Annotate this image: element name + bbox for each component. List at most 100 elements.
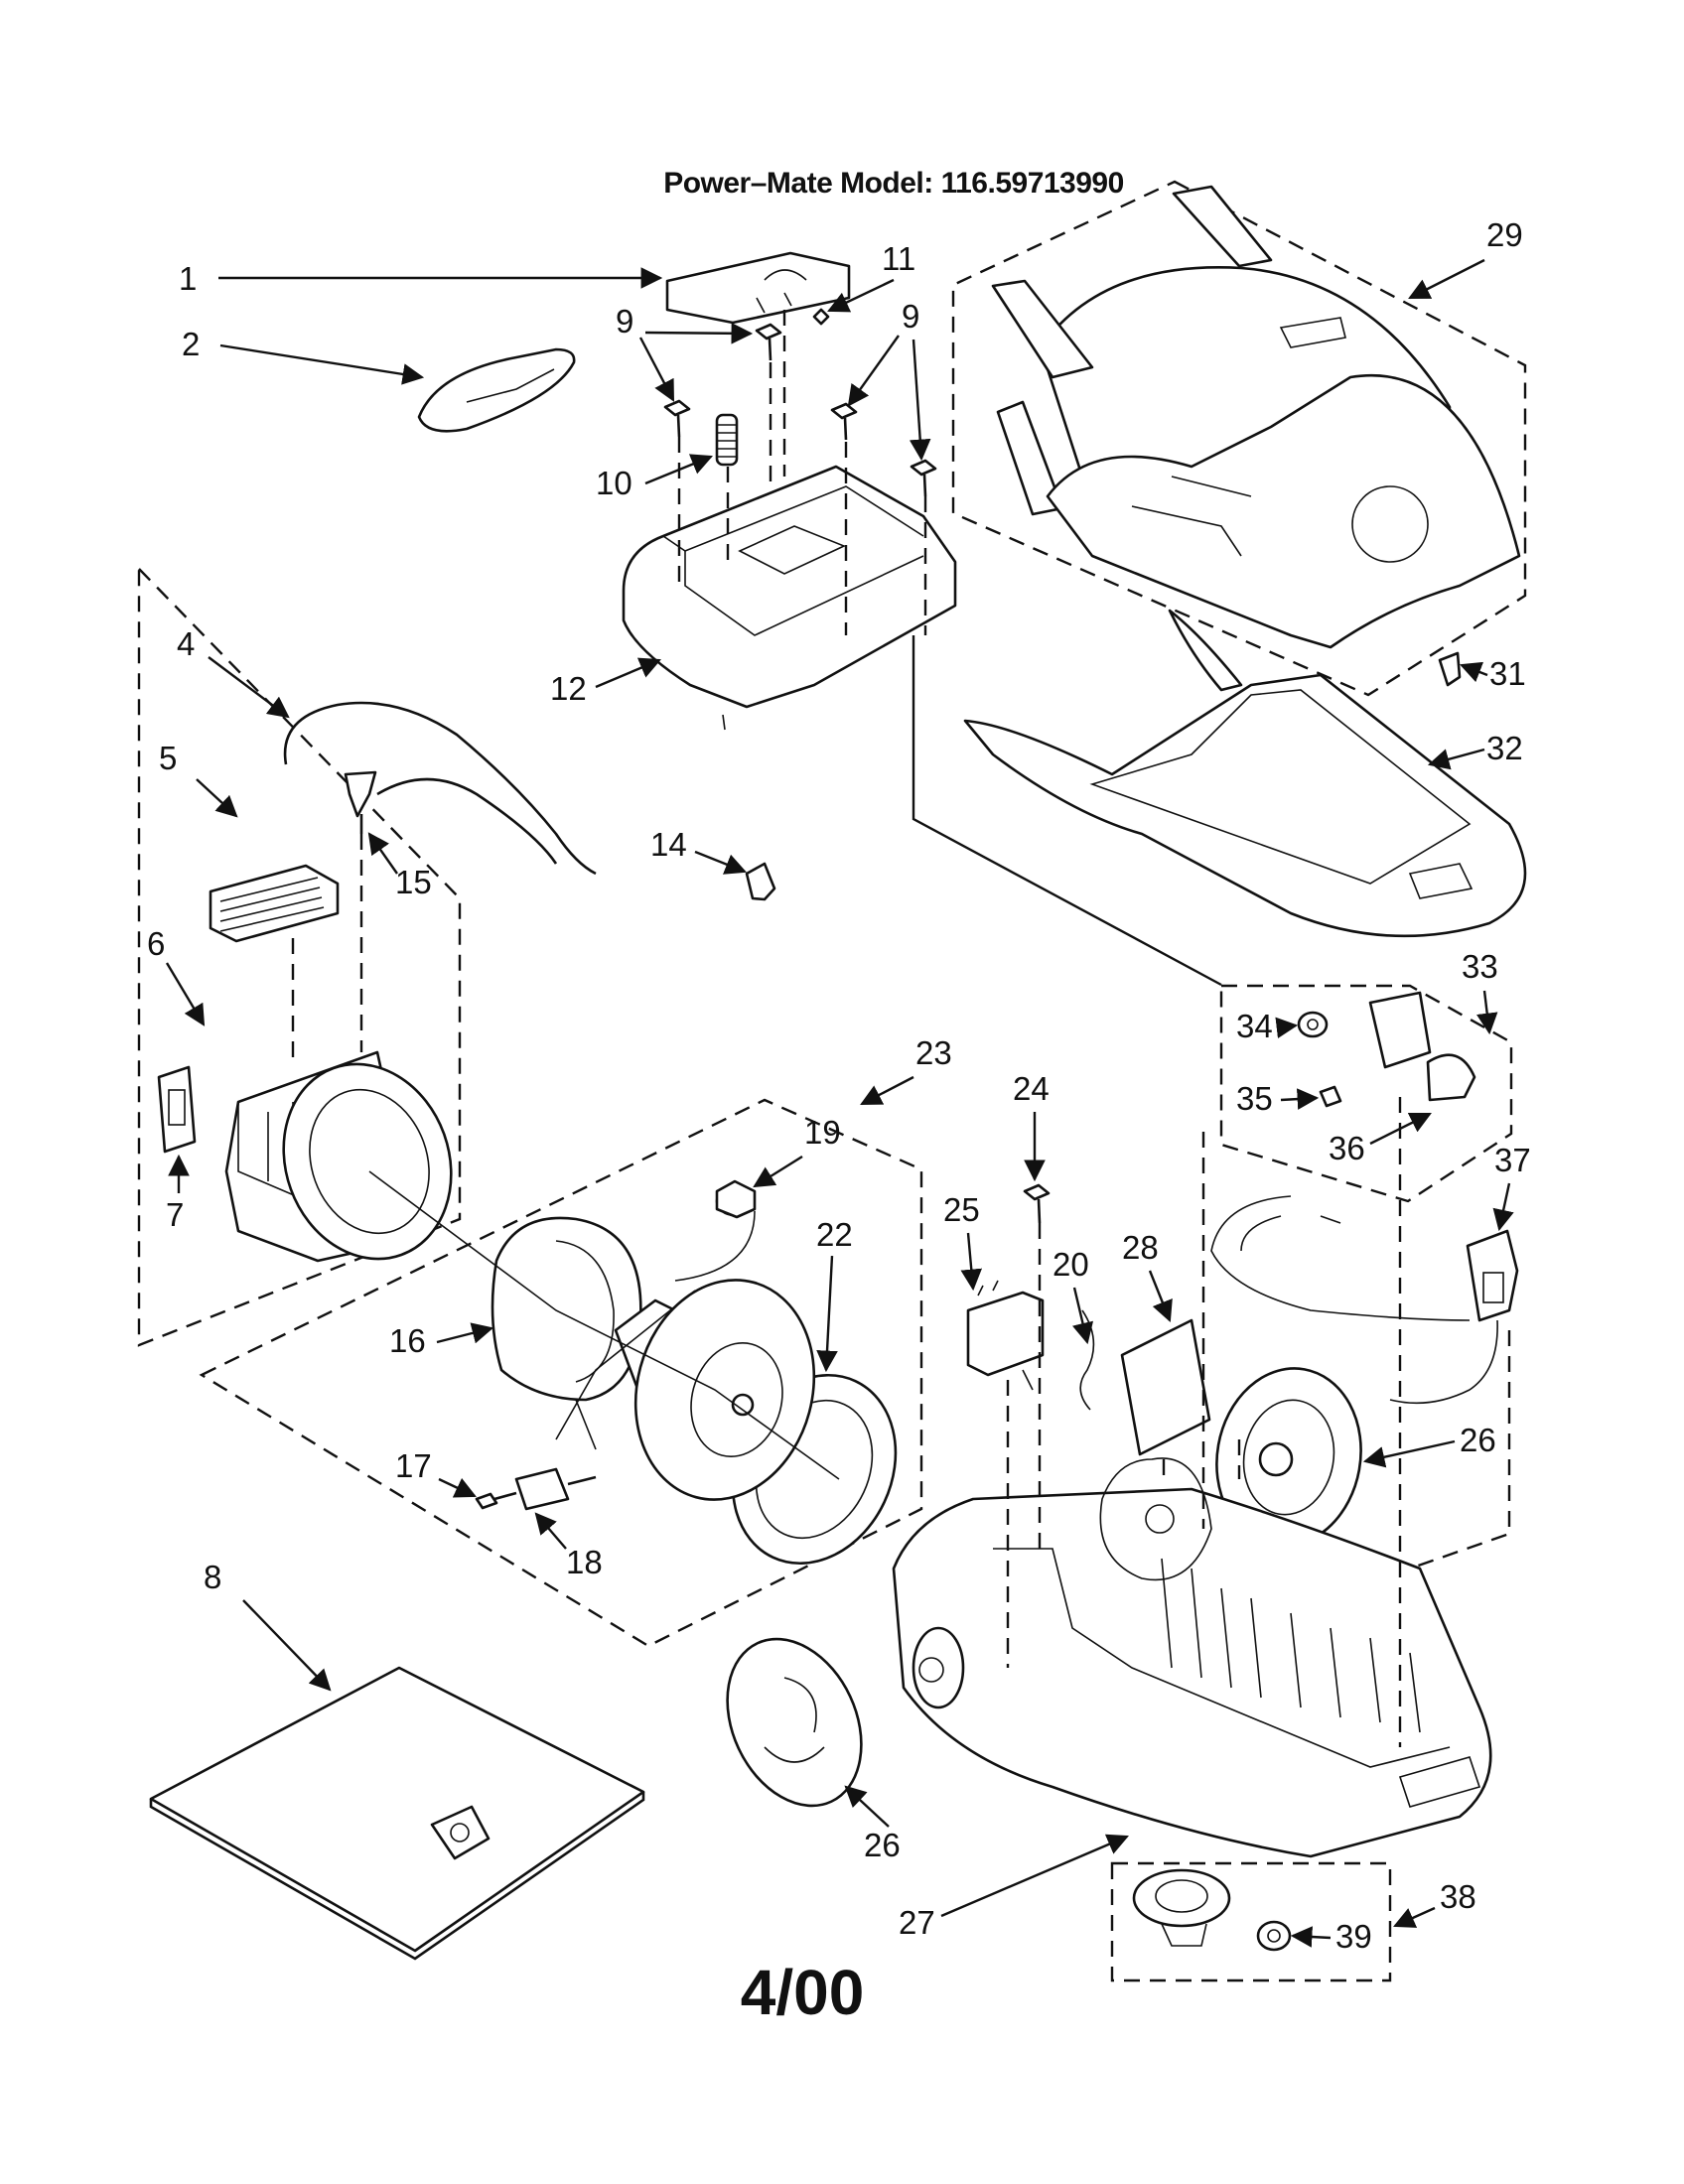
callout-17-label: 17 xyxy=(395,1447,432,1484)
callout-33-label: 33 xyxy=(1462,948,1498,985)
part-34-bearing xyxy=(1297,1011,1329,1038)
callout-26-left: 26 xyxy=(844,1785,901,1863)
callout-38-label: 38 xyxy=(1440,1878,1476,1915)
callout-32-label: 32 xyxy=(1486,730,1523,766)
callout-36-label: 36 xyxy=(1329,1130,1365,1166)
callout-22-label: 22 xyxy=(816,1216,853,1253)
callout-5: 5 xyxy=(159,740,238,818)
callout-18: 18 xyxy=(534,1512,603,1580)
callout-4: 4 xyxy=(177,625,290,719)
part-38-caster xyxy=(1132,1868,1231,1947)
footer-date-code: 4/00 xyxy=(740,1957,865,2028)
callout-16: 16 xyxy=(389,1322,494,1359)
part-32-base-tray xyxy=(963,609,1527,938)
callout-12: 12 xyxy=(550,657,661,707)
part-29-hood xyxy=(991,185,1521,649)
callout-35: 35 xyxy=(1236,1080,1320,1117)
callout-37: 37 xyxy=(1492,1142,1531,1232)
callout-18-label: 18 xyxy=(566,1544,603,1580)
callout-9b-label: 9 xyxy=(902,298,919,335)
callout-10-label: 10 xyxy=(596,465,632,501)
part-28-filter-pad xyxy=(1120,1318,1211,1456)
part-motor xyxy=(614,1279,816,1501)
callout-23-label: 23 xyxy=(915,1034,952,1071)
callout-29: 29 xyxy=(1408,216,1523,300)
part-37-power-switch xyxy=(1210,1195,1519,1405)
part-26-side-cap xyxy=(726,1637,863,1808)
callout-2-label: 2 xyxy=(182,326,200,362)
callout-11: 11 xyxy=(827,240,915,313)
callout-6: 6 xyxy=(147,925,206,1026)
callout-25: 25 xyxy=(943,1191,983,1292)
assembly-boundary-38 xyxy=(1110,1861,1392,1982)
part-26-rear-wheel xyxy=(1215,1367,1362,1548)
callout-4-label: 4 xyxy=(177,625,195,662)
part-8-dust-bag xyxy=(149,1666,645,1961)
callout-19-label: 19 xyxy=(804,1114,841,1151)
callout-37-label: 37 xyxy=(1494,1142,1531,1178)
callout-39: 39 xyxy=(1290,1918,1372,1955)
assembly-boundary-23 xyxy=(199,1098,923,1648)
callout-24-label: 24 xyxy=(1013,1070,1050,1107)
callout-15-label: 15 xyxy=(395,864,432,900)
callout-28-label: 28 xyxy=(1122,1229,1159,1266)
callout-29-label: 29 xyxy=(1486,216,1523,253)
callout-17: 17 xyxy=(395,1447,477,1498)
callout-9a-label: 9 xyxy=(616,303,633,340)
callout-26a-label: 26 xyxy=(1460,1422,1496,1458)
callout-24: 24 xyxy=(1013,1070,1050,1182)
callout-6-label: 6 xyxy=(147,925,165,962)
callout-34-label: 34 xyxy=(1236,1008,1273,1044)
callout-28: 28 xyxy=(1122,1229,1173,1323)
part-25-capacitor xyxy=(966,1280,1045,1391)
assembly-boundary-29 xyxy=(951,180,1527,697)
callout-23: 23 xyxy=(860,1034,952,1106)
assembly-boundary-33 xyxy=(1219,984,1513,1203)
callout-26b-label: 26 xyxy=(864,1827,901,1863)
callout-35-label: 35 xyxy=(1236,1080,1273,1117)
callout-7: 7 xyxy=(166,1154,190,1233)
callout-36: 36 xyxy=(1329,1112,1432,1166)
callout-7-label: 7 xyxy=(166,1196,184,1233)
callout-15: 15 xyxy=(367,832,432,900)
callout-32: 32 xyxy=(1427,730,1523,770)
part-19-brush xyxy=(715,1179,757,1219)
callout-38: 38 xyxy=(1393,1878,1476,1928)
part-4-cord-inner xyxy=(376,777,558,865)
callout-1: 1 xyxy=(179,260,663,297)
callout-25-label: 25 xyxy=(943,1191,980,1228)
part-24-screw xyxy=(1023,1183,1051,1224)
callout-12-label: 12 xyxy=(550,670,587,707)
callout-31-label: 31 xyxy=(1489,655,1526,692)
part-16-foam-ring xyxy=(491,1216,642,1402)
alignment-lines xyxy=(291,310,1511,1747)
part-15-connector xyxy=(344,770,377,834)
callout-9-left: 9 xyxy=(616,303,754,402)
callout-11-label: 11 xyxy=(882,240,915,277)
callout-26-right: 26 xyxy=(1362,1422,1496,1468)
callout-31: 31 xyxy=(1459,655,1526,692)
part-5-filter xyxy=(209,864,340,943)
part-31-bracket xyxy=(1438,651,1462,687)
part-14-wire-nut xyxy=(745,862,776,901)
part-7-bracket xyxy=(157,1065,197,1154)
model-title: Power–Mate Model: 116.59713990 xyxy=(663,167,1124,200)
callout-8-label: 8 xyxy=(204,1559,221,1595)
callout-19: 19 xyxy=(753,1114,841,1188)
callout-1-label: 1 xyxy=(179,260,197,297)
callout-33: 33 xyxy=(1462,948,1498,1035)
part-36-bracket xyxy=(1368,991,1476,1102)
callout-5-label: 5 xyxy=(159,740,177,776)
callout-8: 8 xyxy=(204,1559,332,1692)
callout-2: 2 xyxy=(182,326,425,385)
callout-10: 10 xyxy=(596,454,713,501)
callout-20: 20 xyxy=(1052,1246,1094,1345)
part-39-caster-wheel xyxy=(1256,1920,1292,1952)
callout-9-right: 9 xyxy=(847,298,931,462)
callout-20-label: 20 xyxy=(1052,1246,1089,1283)
part-27-base-body xyxy=(892,1457,1492,1858)
part-4-cord xyxy=(283,701,597,876)
callout-14: 14 xyxy=(650,826,748,875)
callout-34: 34 xyxy=(1236,1008,1299,1044)
